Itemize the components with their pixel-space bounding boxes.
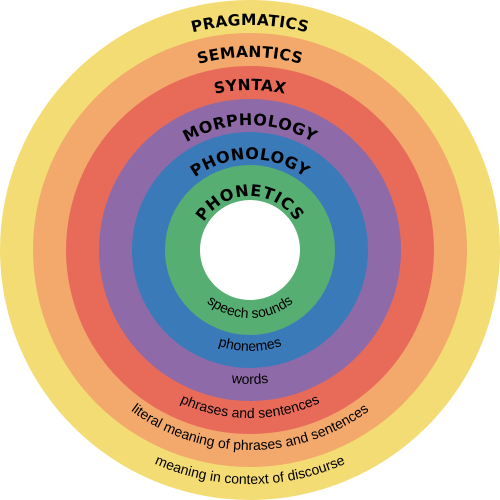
phonology-description: phonemes [217, 333, 283, 354]
syntax-title: SYNTAX [212, 76, 287, 98]
center-hole [200, 200, 300, 300]
morphology-description: words [230, 370, 269, 387]
